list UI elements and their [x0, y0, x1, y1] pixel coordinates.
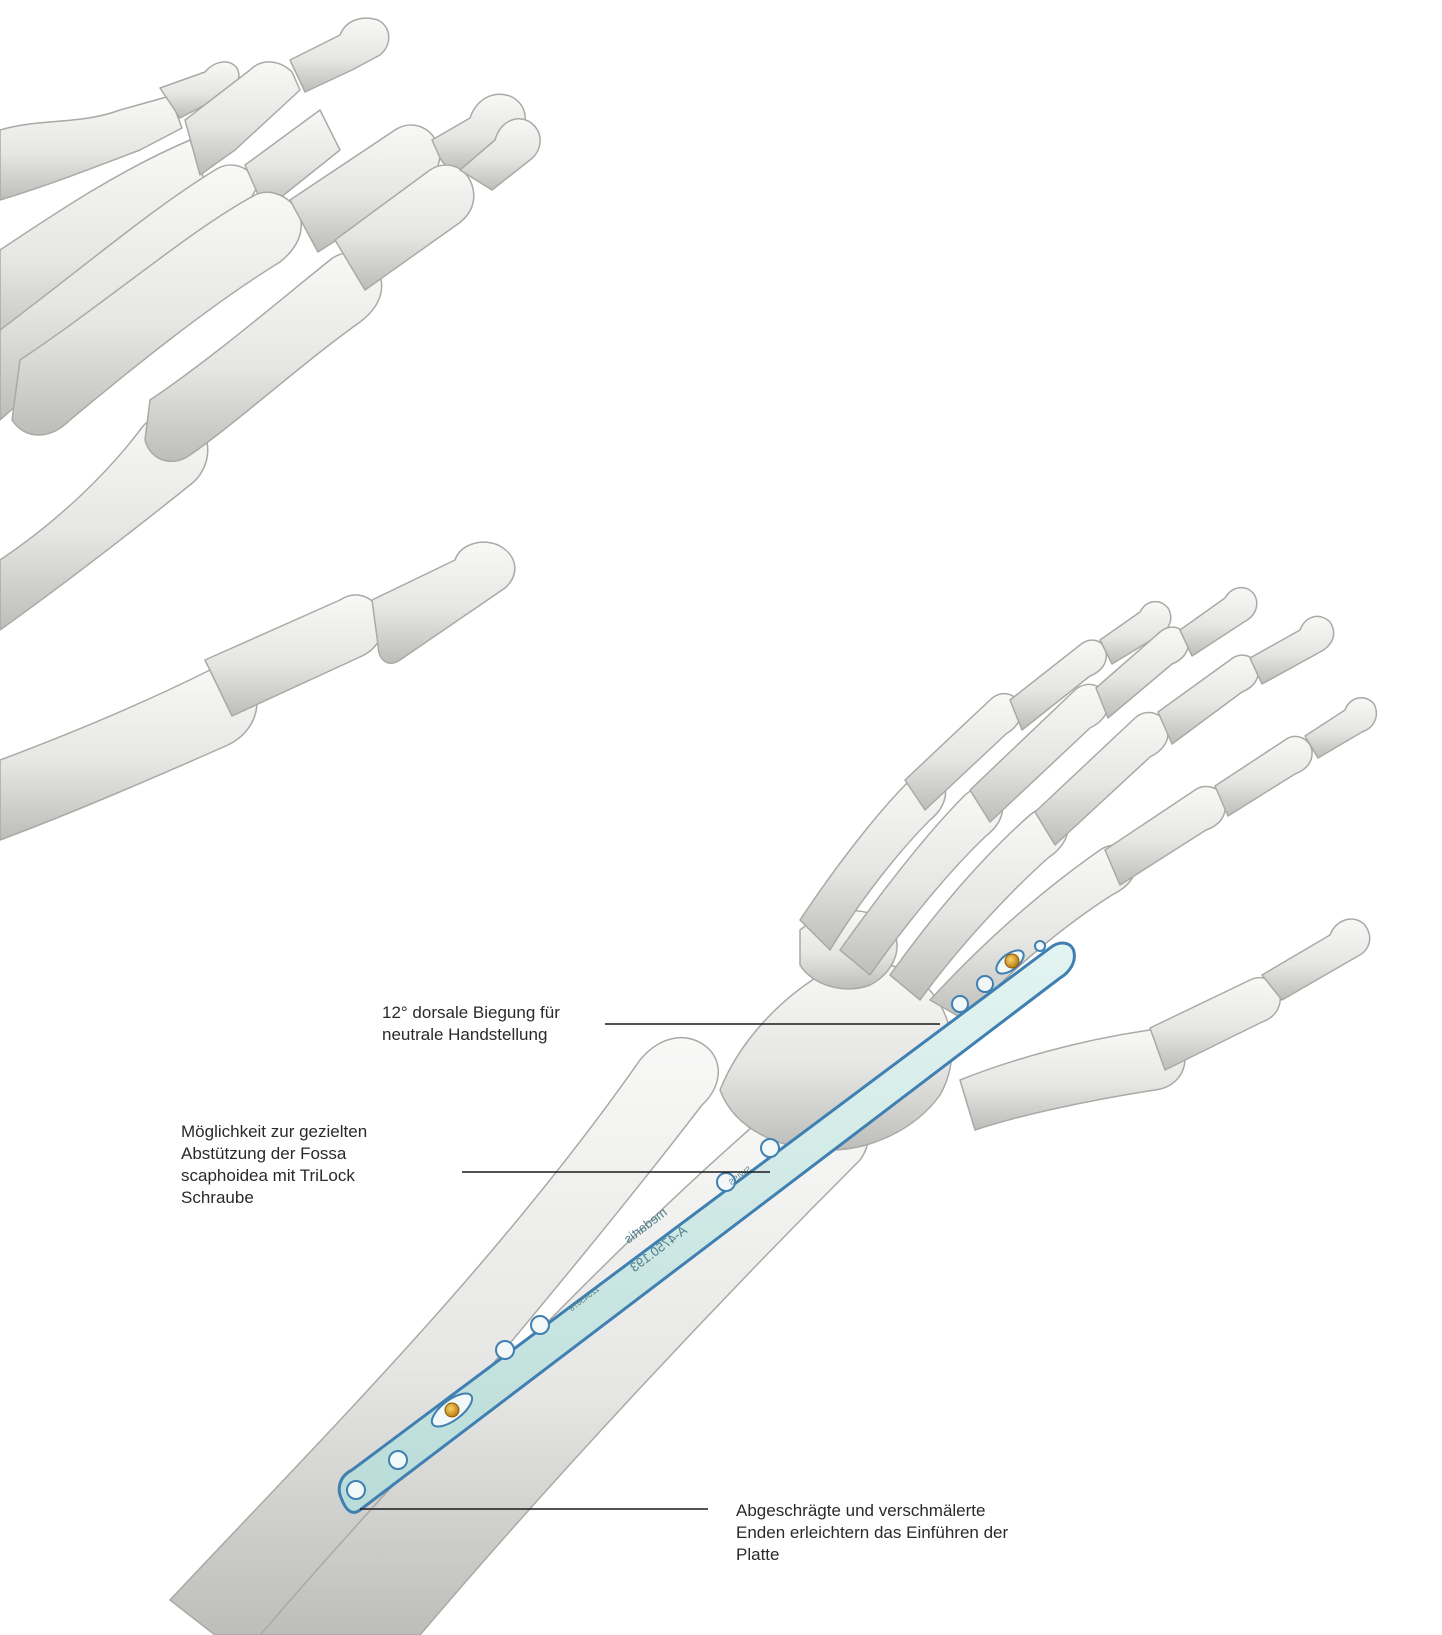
callout-line: Abgeschrägte und verschmälerte [736, 1500, 1008, 1522]
phalanx-little-1 [1105, 786, 1225, 885]
phalanx-little-3 [1305, 698, 1376, 758]
callout-line: scaphoidea mit TriLock [181, 1165, 367, 1187]
plate-hole [389, 1451, 407, 1469]
closeup-thumb-distal [372, 542, 515, 663]
plate-hole [531, 1316, 549, 1334]
callout-line: Enden erleichtern das Einführen der [736, 1522, 1008, 1544]
callout-line: 12° dorsale Biegung für [382, 1002, 560, 1024]
plate-hole [347, 1481, 365, 1499]
callout-fossa-support: Möglichkeit zur gezielten Abstützung der… [181, 1121, 367, 1209]
closeup-thumb-metacarpal [0, 666, 257, 840]
thumb-distal [1262, 919, 1370, 1000]
thumb-metacarpal [960, 1030, 1185, 1130]
trilock-screw-proximal [1005, 954, 1019, 968]
plate-hole [952, 996, 968, 1012]
phalanx-middle-3 [1180, 588, 1257, 656]
closeup-thumb-proximal [205, 595, 383, 716]
callout-line: Schraube [181, 1187, 367, 1209]
callout-line: neutrale Handstellung [382, 1024, 560, 1046]
callout-plate-ends: Abgeschrägte und verschmälerte Enden erl… [736, 1500, 1008, 1566]
closeup-finger-tip-a [290, 18, 389, 92]
callout-line: Abstützung der Fossa [181, 1143, 367, 1165]
callout-dorsal-bend: 12° dorsale Biegung für neutrale Handste… [382, 1002, 560, 1046]
plate-hole [977, 976, 993, 992]
callout-line: Platte [736, 1544, 1008, 1566]
thumb-proximal [1150, 978, 1280, 1070]
phalanx-ring-3 [1250, 616, 1334, 684]
plate-hole [761, 1139, 779, 1157]
callout-line: Möglichkeit zur gezielten [181, 1121, 367, 1143]
trilock-screw-distal [445, 1403, 459, 1417]
phalanx-little-2 [1215, 736, 1312, 816]
plate-hole [1035, 941, 1045, 951]
phalanx-ring-2 [1158, 655, 1258, 744]
plate-hole [496, 1341, 514, 1359]
closeup-finger-bones [0, 18, 540, 840]
